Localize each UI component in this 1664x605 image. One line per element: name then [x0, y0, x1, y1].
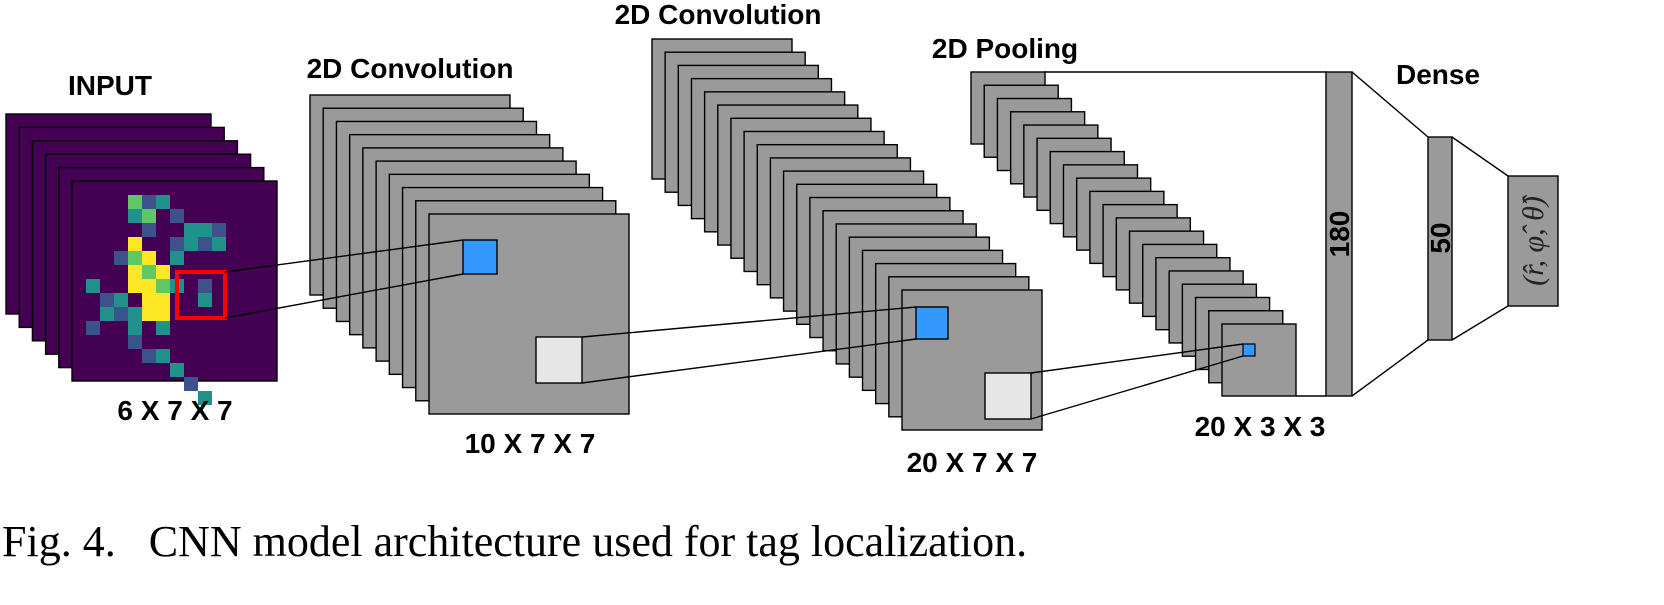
heatmap-cell	[142, 293, 156, 307]
dense-connector	[1351, 71, 1429, 138]
pool-label: 2D Pooling	[932, 33, 1078, 64]
pool-active-cell	[1242, 343, 1256, 357]
heatmap-cell	[142, 349, 156, 363]
heatmap-cell	[142, 307, 156, 321]
heatmap-cell	[142, 265, 156, 279]
heatmap-cell	[156, 307, 170, 321]
heatmap-cell	[86, 279, 100, 293]
projection-line	[581, 338, 917, 384]
input-kernel-window	[175, 270, 227, 320]
heatmap-cell	[170, 363, 184, 377]
projection-line	[1030, 343, 1244, 374]
heatmap-cell	[184, 237, 198, 251]
dense-connector	[1451, 136, 1509, 177]
conv1-feature-map	[428, 213, 630, 415]
heatmap-cell	[212, 237, 226, 251]
heatmap-cell	[100, 293, 114, 307]
heatmap-cell	[198, 237, 212, 251]
conv1-dims: 10 X 7 X 7	[465, 428, 596, 459]
heatmap-cell	[128, 209, 142, 223]
flatten-units: 180	[1324, 211, 1355, 258]
heatmap-cell	[156, 321, 170, 335]
heatmap-cell	[114, 293, 128, 307]
dense-hidden-layer	[1427, 136, 1453, 341]
heatmap-cell	[198, 391, 212, 405]
hidden-units: 50	[1425, 222, 1456, 253]
heatmap-cell	[156, 265, 170, 279]
heatmap-cell	[156, 279, 170, 293]
heatmap-cell	[142, 251, 156, 265]
input-heatmap	[86, 195, 226, 405]
heatmap-cell	[86, 321, 100, 335]
heatmap-cell	[198, 223, 212, 237]
heatmap-cell	[212, 223, 226, 237]
conv1-active-cell	[462, 239, 498, 275]
figure-caption: Fig. 4. CNN model architecture used for …	[2, 517, 1027, 566]
projection-line	[1030, 355, 1244, 420]
heatmap-cell	[142, 223, 156, 237]
heatmap-cell	[142, 279, 156, 293]
heatmap-cell	[128, 335, 142, 349]
heatmap-cell	[128, 307, 142, 321]
projection-line	[224, 273, 464, 319]
pool-dims: 20 X 3 X 3	[1195, 411, 1326, 442]
heatmap-cell	[128, 279, 142, 293]
conv2-active-cell	[915, 306, 949, 340]
heatmap-cell	[100, 307, 114, 321]
heatmap-cell	[128, 237, 142, 251]
heatmap-cell	[114, 307, 128, 321]
heatmap-cell	[142, 209, 156, 223]
output-label: (r̂, φ̂, θ̂)	[1517, 194, 1550, 286]
conv2-label: 2D Convolution	[615, 0, 822, 30]
flatten-layer	[1325, 71, 1353, 397]
heatmap-cell	[128, 195, 142, 209]
conv2-receptive-field	[984, 372, 1032, 420]
conv2-feature-map-stack	[651, 38, 1043, 431]
heatmap-cell	[198, 279, 212, 293]
heatmap-cell	[198, 293, 212, 307]
dense-label: Dense	[1396, 59, 1480, 90]
input-label: INPUT	[68, 70, 152, 101]
conv1-label: 2D Convolution	[307, 53, 514, 84]
dense-connector	[1351, 339, 1429, 397]
heatmap-cell	[170, 237, 184, 251]
pool-feature-map	[1221, 323, 1297, 397]
heatmap-cell	[184, 377, 198, 391]
heatmap-cell	[156, 195, 170, 209]
heatmap-cell	[184, 223, 198, 237]
heatmap-cell	[156, 293, 170, 307]
projection-line	[581, 306, 917, 338]
conv1-receptive-field	[535, 336, 583, 384]
heatmap-cell	[128, 251, 142, 265]
input-dims: 6 X 7 X 7	[117, 395, 232, 426]
projection-line	[224, 239, 464, 273]
heatmap-cell	[170, 251, 184, 265]
heatmap-cell	[170, 209, 184, 223]
conv2-dims: 20 X 7 X 7	[907, 447, 1038, 478]
output-layer	[1507, 175, 1559, 307]
dense-connector	[1451, 305, 1509, 341]
heatmap-cell	[142, 195, 156, 209]
heatmap-cell	[128, 265, 142, 279]
heatmap-cell	[114, 251, 128, 265]
pool-feature-map-stack	[970, 71, 1297, 397]
heatmap-cell	[156, 349, 170, 363]
heatmap-cell	[128, 321, 142, 335]
